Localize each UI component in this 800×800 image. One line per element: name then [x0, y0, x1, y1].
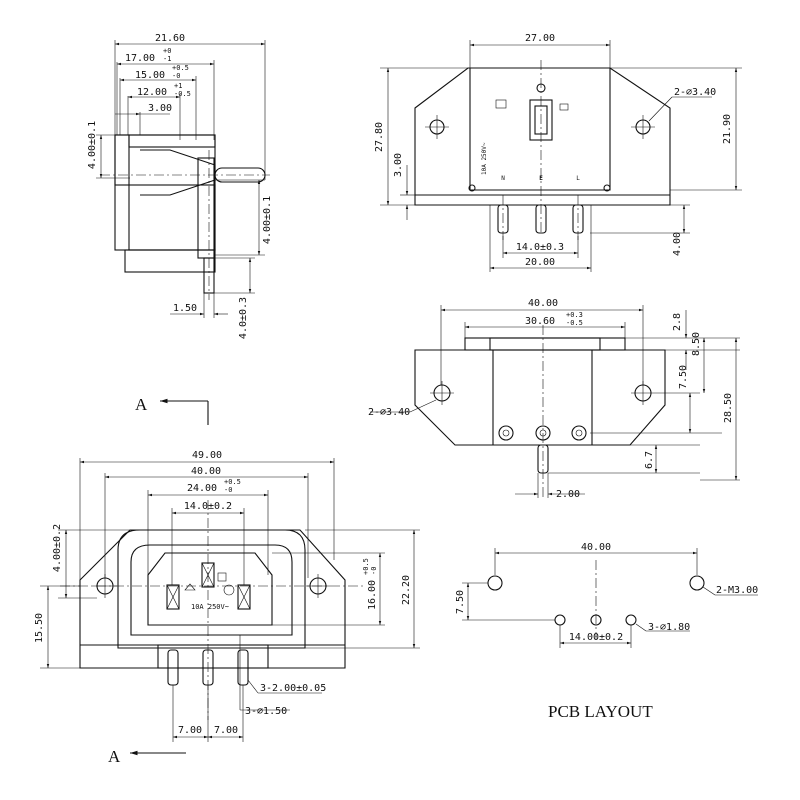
dim-mid-hole: 2-⌀3.40: [368, 407, 410, 418]
dim-front-16-tol-upper: +0.5: [362, 558, 370, 575]
dim-pin-width: 1.50: [173, 303, 197, 314]
dim-front-7-right: 7.00: [214, 725, 238, 736]
pcb-dim-40: 40.00: [581, 542, 611, 553]
dim-top-height-left: 27.80: [374, 122, 385, 152]
dim-top-base: 20.00: [525, 257, 555, 268]
dim-front-40: 40.00: [191, 466, 221, 477]
side-view: 21.60 17.00 +0 -1 15.00 +0.5 -0 12.00 +1…: [87, 33, 273, 425]
pcb-layout-title: PCB LAYOUT: [548, 702, 653, 721]
dim-overall-width: 21.60: [155, 33, 185, 44]
dim-mid-width: 40.00: [528, 298, 558, 309]
dim-mid-2-8: 2.8: [672, 313, 683, 331]
dim-front-24: 24.00: [187, 483, 217, 494]
dim-12-tol-upper: +1: [174, 82, 182, 90]
dim-front-14: 14.0±0.2: [184, 501, 232, 512]
dim-front-15-5: 15.50: [34, 613, 45, 643]
front-view: 10A 250V~ 49.00 40.00 24.00 +0.5 -0 14.0…: [34, 450, 420, 766]
dim-front-22-2: 22.20: [401, 575, 412, 605]
dim-15-tol-lower: -0: [172, 72, 180, 80]
pcb-dim-pin-holes: 3-⌀1.80: [648, 622, 690, 633]
dim-17: 17.00: [125, 53, 155, 64]
dim-front-pin-thickness: 3-2.00±0.05: [260, 683, 326, 694]
dim-front-7-left: 7.00: [178, 725, 202, 736]
dim-front-4-left: 4.00±0.2: [52, 524, 63, 572]
dim-front-pin-holes: 3-⌀1.50: [245, 706, 287, 717]
dim-4-top: 4.00±0.1: [87, 121, 98, 169]
dim-17-tol-upper: +0: [163, 47, 171, 55]
middle-right-view: 40.00 30.60 +0.3 -0.5 2.8 8.50 7.50 28.5…: [368, 298, 740, 500]
section-marker-a-front: A: [108, 747, 121, 766]
dim-17-tol-lower: -1: [163, 55, 171, 63]
dim-4-right: 4.00±0.1: [262, 196, 273, 244]
pcb-dim-7-5: 7.50: [455, 590, 466, 614]
dim-mid-inner-tol-lower: -0.5: [566, 319, 583, 327]
pin-label-e: E: [539, 175, 543, 182]
dim-top-pin-len: 4.00: [672, 232, 683, 256]
dim-mid-6-7: 6.7: [644, 451, 655, 469]
dim-front-24-tol-upper: +0.5: [224, 478, 241, 486]
dim-top-hole: 2-⌀3.40: [674, 87, 716, 98]
dim-mid-inner: 30.60: [525, 316, 555, 327]
pcb-dim-14: 14.00±0.2: [569, 632, 623, 643]
dim-12: 12.00: [137, 87, 167, 98]
dim-front-16-tol-lower: -0: [370, 567, 378, 575]
pcb-layout-view: 40.00 7.50 14.00±0.2 2-M3.00 3-⌀1.80 PCB…: [455, 542, 758, 721]
dim-pin-len: 4.0±0.3: [238, 297, 249, 339]
dim-top-width: 27.00: [525, 33, 555, 44]
dim-15: 15.00: [135, 70, 165, 81]
dim-12-tol-lower: -0.5: [174, 90, 191, 98]
dim-top-pin-spacing: 14.0±0.3: [516, 242, 564, 253]
dim-front-16: 16.00: [367, 580, 378, 610]
dim-front-49: 49.00: [192, 450, 222, 461]
pin-label-n: N: [501, 175, 505, 182]
dim-mid-2: 2.00: [556, 489, 580, 500]
section-marker-a-side: A: [135, 395, 148, 414]
dim-mid-28-5: 28.50: [723, 393, 734, 423]
rating-label-front: 10A 250V~: [191, 603, 229, 611]
pcb-dim-mount-holes: 2-M3.00: [716, 585, 758, 596]
dim-mid-inner-tol-upper: +0.3: [566, 311, 583, 319]
dim-front-24-tol-lower: -0: [224, 486, 232, 494]
pin-label-l: L: [576, 175, 580, 182]
dim-15-tol-upper: +0.5: [172, 64, 189, 72]
dim-mid-7-5: 7.50: [678, 365, 689, 389]
dim-top-height-right: 21.90: [722, 114, 733, 144]
dim-mid-8-5: 8.50: [691, 332, 702, 356]
dim-top-flange: 3.00: [393, 153, 404, 177]
top-right-view: 10A 250V~ N E L 27.00 27.80 3.00 21.90: [374, 33, 742, 272]
rating-label-top: 10A 250V~: [481, 142, 488, 175]
dim-3: 3.00: [148, 103, 172, 114]
